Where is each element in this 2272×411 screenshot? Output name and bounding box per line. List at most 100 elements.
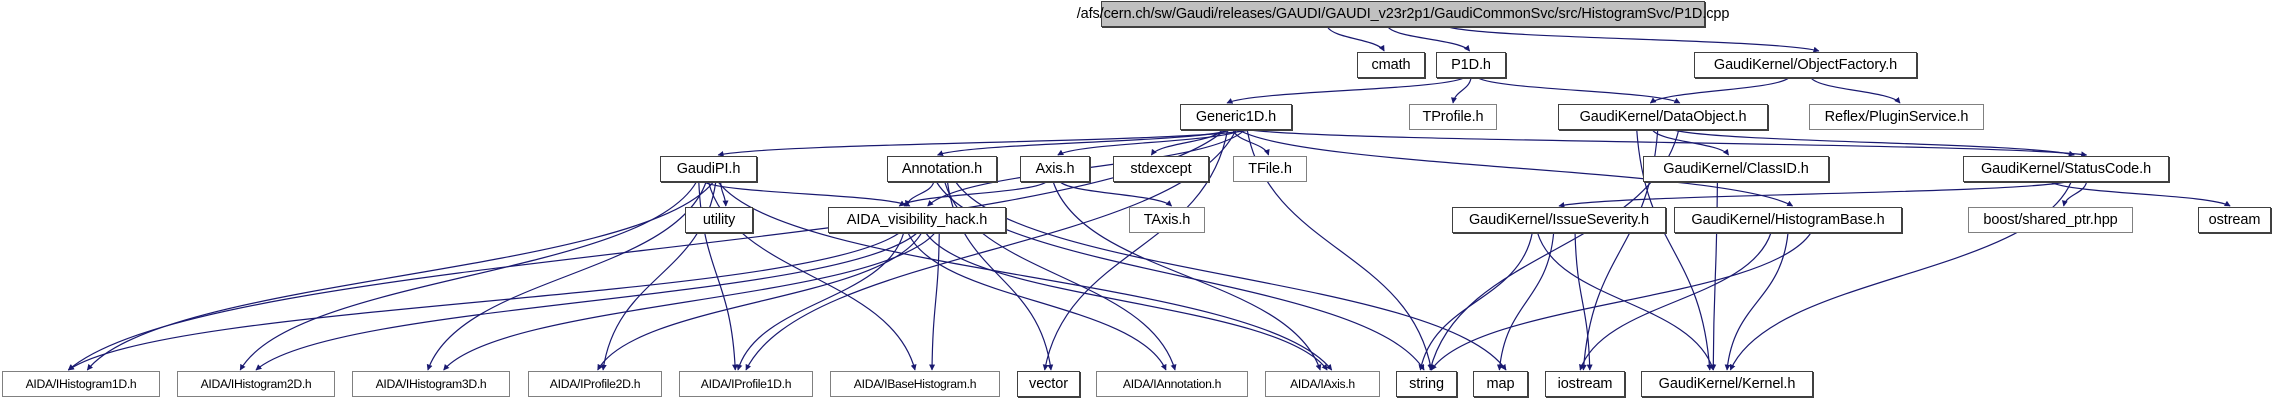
- graph-node-label: AIDA/IAxis.h: [1290, 376, 1355, 391]
- graph-edge: [907, 232, 1167, 371]
- graph-edge: [1232, 129, 1270, 156]
- graph-node-label: GaudiKernel/ObjectFactory.h: [1713, 56, 1898, 73]
- graph-edge: [1450, 77, 1472, 104]
- graph-node-label: AIDA/IProfile1D.h: [700, 376, 792, 391]
- graph-node-statuscode[interactable]: GaudiKernel/StatusCode.h: [1963, 156, 2169, 182]
- graph-node-label: AIDA/IProfile2D.h: [549, 376, 641, 391]
- graph-node-label: Axis.h: [1035, 160, 1075, 177]
- graph-edge: [1810, 77, 1901, 104]
- graph-edge: [1574, 232, 1593, 371]
- graph-node-histogrambase[interactable]: GaudiKernel/HistogramBase.h: [1674, 207, 1902, 233]
- graph-edge: [426, 181, 707, 371]
- graph-node-label: vector: [1029, 375, 1068, 392]
- graph-node-ihistogram3d[interactable]: AIDA/IHistogram3D.h: [352, 371, 510, 397]
- graph-node-label: AIDA/IAnnotation.h: [1122, 376, 1222, 391]
- graph-edge: [1150, 129, 1223, 156]
- graph-node-label: AIDA_visibility_hack.h: [846, 211, 988, 228]
- graph-edge: [1249, 129, 2088, 158]
- graph-node-label: GaudiKernel/StatusCode.h: [1980, 160, 2152, 177]
- graph-node-sharedptr[interactable]: boost/shared_ptr.hpp: [1968, 207, 2133, 233]
- graph-node-label: ostream: [2208, 211, 2261, 228]
- graph-edge: [1326, 26, 1385, 52]
- graph-edge: [1059, 181, 1173, 207]
- graph-node-visibility[interactable]: AIDA_visibility_hack.h: [828, 207, 1006, 233]
- graph-node-generic1d[interactable]: Generic1D.h: [1180, 104, 1292, 130]
- graph-node-label: TProfile.h: [1422, 108, 1484, 125]
- graph-node-annotation[interactable]: Annotation.h: [887, 156, 997, 182]
- graph-node-label: AIDA/IHistogram1D.h: [25, 376, 137, 391]
- graph-edge: [255, 232, 918, 371]
- graph-node-ostream[interactable]: ostream: [2198, 207, 2271, 233]
- graph-node-vector[interactable]: vector: [1017, 371, 1080, 397]
- graph-node-string[interactable]: string: [1396, 371, 1457, 397]
- graph-edge: [239, 181, 697, 371]
- graph-node-ihistogram1d[interactable]: AIDA/IHistogram1D.h: [2, 371, 160, 397]
- graph-node-ibasehistogram[interactable]: AIDA/IBaseHistogram.h: [830, 371, 1000, 397]
- graph-edge: [86, 181, 714, 371]
- graph-node-label: GaudiKernel/ClassID.h: [1663, 160, 1809, 177]
- graph-node-kernel[interactable]: GaudiKernel/Kernel.h: [1641, 371, 1813, 397]
- graph-node-label: GaudiKernel/Kernel.h: [1658, 375, 1796, 392]
- graph-node-iprofile2d[interactable]: AIDA/IProfile2D.h: [528, 371, 662, 397]
- graph-edge: [2050, 181, 2231, 207]
- graph-node-label: Annotation.h: [901, 160, 983, 177]
- graph-edge: [443, 232, 936, 371]
- graph-node-tprofile[interactable]: TProfile.h: [1409, 104, 1497, 130]
- graph-node-label: GaudiKernel/IssueSeverity.h: [1469, 211, 1649, 228]
- graph-edge: [720, 181, 729, 207]
- graph-edge: [717, 181, 1333, 371]
- graph-node-map[interactable]: map: [1473, 371, 1528, 397]
- graph-edge: [955, 181, 1507, 371]
- graph-node-axis[interactable]: Axis.h: [1020, 156, 1090, 182]
- graph-node-stdexcept[interactable]: stdexcept: [1113, 156, 1209, 182]
- graph-edge: [1477, 77, 1681, 104]
- graph-node-p1dh[interactable]: P1D.h: [1436, 52, 1506, 78]
- graph-edge: [1673, 129, 2075, 157]
- graph-node-label: P1D.h: [1451, 56, 1491, 73]
- graph-edge: [1226, 77, 1465, 104]
- graph-node-objectfactory[interactable]: GaudiKernel/ObjectFactory.h: [1694, 52, 1917, 78]
- graph-edge: [1579, 232, 1772, 371]
- graph-edge: [1537, 232, 1715, 371]
- graph-node-cmath[interactable]: cmath: [1357, 52, 1425, 78]
- graph-edge: [67, 232, 900, 371]
- graph-node-dataobject[interactable]: GaudiKernel/DataObject.h: [1558, 104, 1768, 130]
- graph-node-label: map: [1486, 375, 1515, 392]
- graph-edge: [904, 181, 935, 207]
- graph-edge: [1724, 232, 1789, 371]
- graph-node-label: AIDA/IHistogram3D.h: [375, 376, 487, 391]
- graph-edge: [925, 232, 1328, 371]
- graph-node-ihistogram2d[interactable]: AIDA/IHistogram2D.h: [177, 371, 335, 397]
- graph-edge: [1496, 232, 1555, 371]
- graph-node-iostream[interactable]: iostream: [1545, 371, 1625, 397]
- graph-edge: [1652, 129, 1730, 156]
- graph-node-iprofile1d[interactable]: AIDA/IProfile1D.h: [679, 371, 813, 397]
- graph-node-label: string: [1409, 375, 1444, 392]
- graph-node-gaudipi[interactable]: GaudiPI.h: [660, 156, 757, 182]
- graph-node-iaxis[interactable]: AIDA/IAxis.h: [1265, 371, 1380, 397]
- graph-node-tfileh[interactable]: TFile.h: [1233, 156, 1307, 182]
- graph-node-classid[interactable]: GaudiKernel/ClassID.h: [1643, 156, 1829, 182]
- graph-edge: [1448, 26, 1820, 53]
- graph-edge: [597, 232, 922, 371]
- graph-node-label: AIDA/IBaseHistogram.h: [853, 376, 977, 391]
- graph-node-label: cmath: [1371, 56, 1411, 73]
- graph-node-iannotation[interactable]: AIDA/IAnnotation.h: [1096, 371, 1248, 397]
- graph-node-issueseverity[interactable]: GaudiKernel/IssueSeverity.h: [1452, 207, 1666, 233]
- graph-node-label: Reflex/PluginService.h: [1824, 108, 1969, 125]
- graph-node-utility[interactable]: utility: [685, 207, 753, 233]
- graph-node-taxis[interactable]: TAxis.h: [1129, 207, 1205, 233]
- graph-node-label: TFile.h: [1248, 160, 1292, 177]
- graph-node-label: AIDA/IHistogram2D.h: [200, 376, 312, 391]
- graph-node-label: utility: [702, 211, 736, 228]
- graph-node-root[interactable]: /afs/cern.ch/sw/Gaudi/releases/GAUDI/GAU…: [1077, 1, 1729, 27]
- graph-edge: [736, 232, 905, 371]
- graph-node-pluginservice[interactable]: Reflex/PluginService.h: [1809, 104, 1984, 130]
- graph-edge: [1387, 26, 1471, 52]
- graph-edge: [1057, 129, 1242, 156]
- graph-node-label: Generic1D.h: [1195, 108, 1277, 125]
- graph-edge: [703, 181, 911, 207]
- graph-edge: [1418, 232, 1533, 371]
